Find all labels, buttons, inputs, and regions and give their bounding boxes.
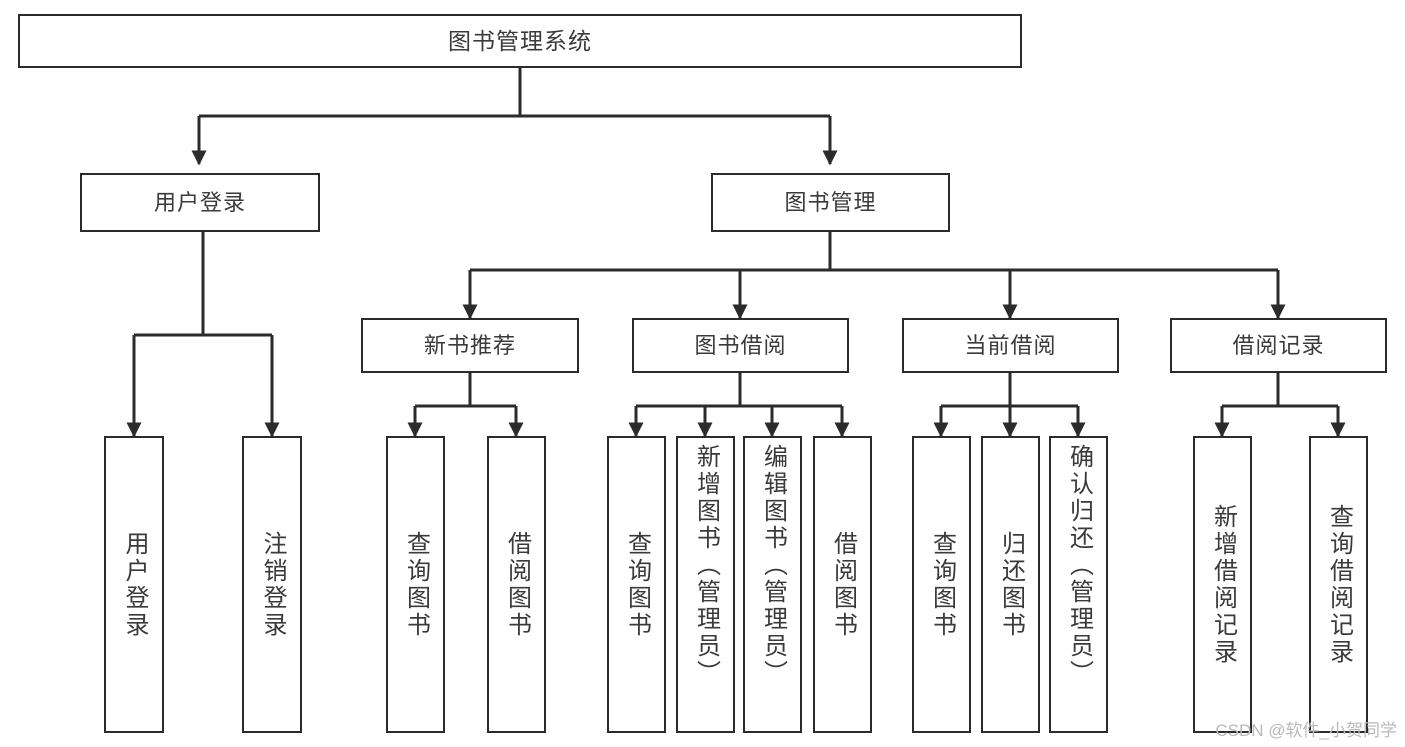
node-leaf-user-login[interactable]: 用户登录: [104, 436, 164, 733]
node-label: 查询借阅记录: [1325, 503, 1353, 666]
node-leaf-return-book[interactable]: 归还图书: [981, 436, 1040, 733]
node-label: 当前借阅: [964, 332, 1057, 358]
node-leaf-query-record[interactable]: 查询借阅记录: [1309, 436, 1368, 733]
node-leaf-query-book-1[interactable]: 查询图书: [386, 436, 445, 733]
node-user-login[interactable]: 用户登录: [80, 173, 320, 232]
csdn-watermark: CSDN @软件_小贺同学: [1215, 721, 1397, 740]
node-label: 新书推荐: [423, 332, 516, 358]
node-book-management[interactable]: 图书管理: [711, 173, 950, 232]
node-leaf-borrow-book-2[interactable]: 借阅图书: [813, 436, 872, 733]
node-leaf-query-book-3[interactable]: 查询图书: [912, 436, 971, 733]
node-label: 新增图书（管理员）: [692, 444, 720, 687]
node-label: 查询图书: [928, 530, 956, 639]
node-leaf-add-book[interactable]: 新增图书（管理员）: [676, 436, 735, 733]
node-label: 确认归还（管理员）: [1065, 444, 1093, 687]
node-leaf-edit-book[interactable]: 编辑图书（管理员）: [743, 436, 802, 733]
node-label: 用户登录: [153, 189, 246, 215]
node-current-borrow[interactable]: 当前借阅: [902, 318, 1119, 373]
node-label: 注销登录: [259, 530, 286, 639]
node-leaf-query-book-2[interactable]: 查询图书: [607, 436, 666, 733]
node-leaf-confirm-return[interactable]: 确认归还（管理员）: [1049, 436, 1108, 733]
node-book-borrow[interactable]: 图书借阅: [632, 318, 849, 373]
node-label: 图书借阅: [694, 332, 787, 358]
node-leaf-logout[interactable]: 注销登录: [242, 436, 302, 733]
node-label: 图书管理系统: [448, 27, 592, 54]
node-label: 查询图书: [402, 530, 430, 639]
node-label: 新增借阅记录: [1209, 503, 1237, 666]
node-label: 用户登录: [121, 530, 148, 639]
node-label: 查询图书: [623, 530, 651, 639]
node-leaf-borrow-book-1[interactable]: 借阅图书: [487, 436, 546, 733]
node-new-book-recommend[interactable]: 新书推荐: [361, 318, 579, 373]
node-root-book-management-system[interactable]: 图书管理系统: [18, 14, 1022, 68]
node-borrow-record[interactable]: 借阅记录: [1170, 318, 1387, 373]
node-label: 编辑图书（管理员）: [759, 444, 787, 687]
node-label: 借阅图书: [829, 530, 857, 639]
node-label: 图书管理: [784, 189, 877, 215]
node-label: 借阅记录: [1232, 332, 1325, 358]
node-label: 借阅图书: [503, 530, 531, 639]
node-label: 归还图书: [997, 530, 1025, 639]
node-leaf-add-record[interactable]: 新增借阅记录: [1193, 436, 1252, 733]
